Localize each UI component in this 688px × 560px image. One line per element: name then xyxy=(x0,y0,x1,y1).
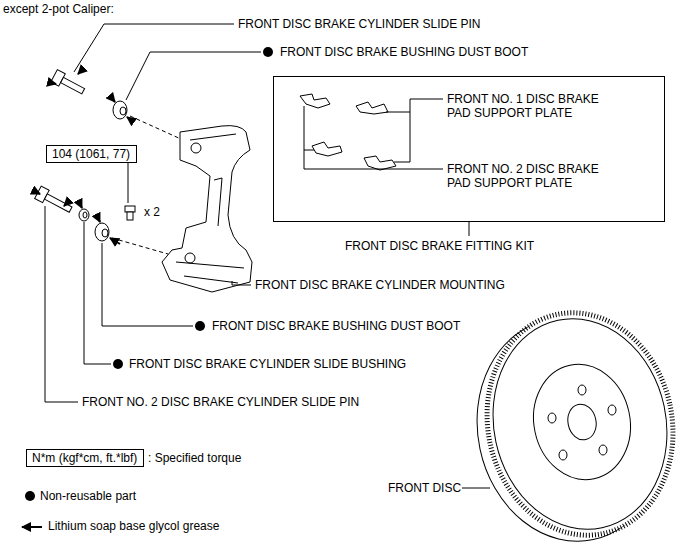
legend-text: : Specified torque xyxy=(148,451,241,465)
assembly-line xyxy=(112,238,168,254)
diagram-title: except 2-pot Caliper: xyxy=(3,2,114,16)
torque-value: 104 (1061, 77) xyxy=(52,147,131,161)
mounting-detail xyxy=(176,134,244,283)
boot-bore xyxy=(102,229,108,237)
grease-arrow xyxy=(64,200,70,206)
quantity-note: x 2 xyxy=(144,205,160,219)
grease-arrow xyxy=(96,214,100,222)
pad-support-plate xyxy=(364,156,396,170)
grease-arrow xyxy=(110,238,120,244)
bolt-head xyxy=(125,206,135,212)
bushing-body xyxy=(79,209,89,221)
lug-hole xyxy=(559,450,567,460)
mounting-hole xyxy=(191,143,201,153)
pad-support-plate xyxy=(356,102,388,114)
bolt-shaft xyxy=(127,212,133,220)
grease-arrow xyxy=(78,68,84,74)
grease-arrow xyxy=(110,96,115,102)
slide-pin xyxy=(51,70,87,98)
part-name: FRONT DISC BRAKE BUSHING DUST BOOT xyxy=(280,45,528,59)
torque-value: N*m (kgf*cm, ft.*lbf) xyxy=(32,451,138,465)
slide-pin xyxy=(35,186,74,216)
leader-line xyxy=(45,206,78,402)
non-reusable-dot xyxy=(195,321,205,331)
pad-support-plate xyxy=(312,142,342,156)
center-hole xyxy=(565,401,600,442)
part-name: FRONT DISC BRAKE CYLINDER SLIDE BUSHING xyxy=(129,357,406,371)
mounting-hole xyxy=(185,253,195,263)
part-name: FRONT DISC BRAKE BUSHING DUST BOOT xyxy=(212,319,460,333)
mounting-bolt xyxy=(125,206,135,220)
legend-grease-arrow xyxy=(22,526,42,528)
bracket-line xyxy=(386,99,443,112)
grease-arrow xyxy=(127,117,134,122)
front-disc xyxy=(457,295,688,558)
part-name: FRONT DISC BRAKE CYLINDER SLIDE PIN xyxy=(238,17,481,31)
leader-line xyxy=(126,52,261,100)
kit-box: FRONT NO. 1 DISC BRAKE PAD SUPPORT PLATE… xyxy=(273,76,665,222)
pin-shaft xyxy=(61,77,85,94)
legend-text: Lithium soap base glycol grease xyxy=(48,519,219,533)
grease-arrow xyxy=(78,200,82,208)
grease-arrow xyxy=(48,82,56,84)
cylinder-mounting xyxy=(162,126,252,292)
leader-line xyxy=(462,488,490,489)
part-name: FRONT NO. 2 DISC BRAKE PAD SUPPORT PLATE xyxy=(447,162,617,190)
part-name: FRONT NO. 1 DISC BRAKE PAD SUPPORT PLATE xyxy=(447,92,617,120)
leader-line xyxy=(102,243,193,326)
disc-face xyxy=(474,302,686,545)
lug-hole xyxy=(548,413,556,423)
pad-support-plate xyxy=(300,94,330,108)
leader-line xyxy=(128,162,129,203)
leader-line xyxy=(469,222,470,236)
dust-boot xyxy=(95,223,109,241)
boot-body xyxy=(113,101,127,119)
lug-hole xyxy=(599,445,607,455)
boot-body xyxy=(95,223,109,241)
grease-arrow xyxy=(32,190,40,194)
bushing-bore xyxy=(83,212,87,218)
disc-vents xyxy=(467,295,688,552)
part-name: FRONT DISC BRAKE FITTING KIT xyxy=(345,239,534,253)
torque-box: N*m (kgf*cm, ft.*lbf) xyxy=(26,449,144,467)
non-reusable-dot xyxy=(263,47,273,57)
pin-shaft xyxy=(44,194,72,212)
non-reusable-dot xyxy=(113,359,123,369)
bracket-line xyxy=(304,106,443,169)
part-name: FRONT DISC xyxy=(388,481,461,495)
leader-line xyxy=(232,281,251,285)
boot-bore xyxy=(120,107,126,115)
lug-hole xyxy=(608,405,616,415)
dust-boot xyxy=(113,101,127,119)
leader-line xyxy=(84,222,111,364)
slide-bushing xyxy=(79,209,89,221)
legend-dot xyxy=(25,491,35,501)
part-name: FRONT NO. 2 DISC BRAKE CYLINDER SLIDE PI… xyxy=(82,395,359,409)
bracket-line xyxy=(304,150,314,151)
disc-hub xyxy=(523,355,641,488)
leader-line xyxy=(74,24,234,72)
part-name: FRONT DISC BRAKE CYLINDER MOUNTING xyxy=(255,278,505,292)
legend-text: Non-reusable part xyxy=(40,489,136,503)
bracket-line xyxy=(394,112,410,162)
lug-hole xyxy=(578,385,586,395)
torque-box: 104 (1061, 77) xyxy=(46,145,137,163)
